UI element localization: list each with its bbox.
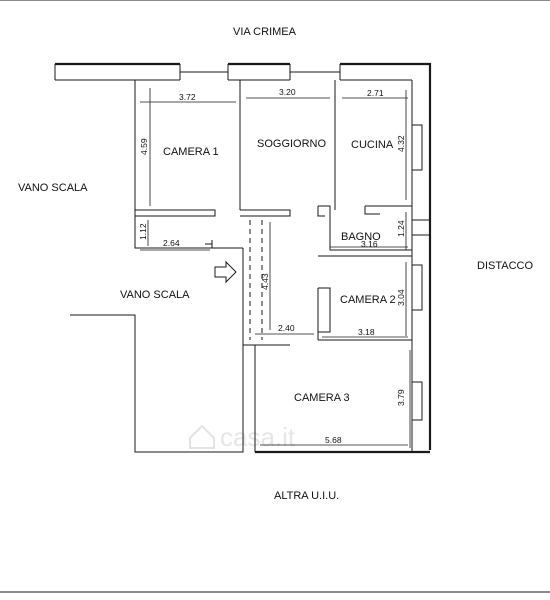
room-camera2: CAMERA 2: [340, 294, 396, 306]
surrounding-labels: VIA CRIMEA VANO SCALA VANO SCALA DISTACC…: [18, 26, 533, 502]
label-east: DISTACCO: [477, 260, 533, 272]
interior-walls: [134, 80, 412, 346]
room-soggiorno: SOGGIORNO: [257, 138, 327, 150]
room-camera1: CAMERA 1: [163, 146, 219, 158]
dimension-labels: 3.72 4.59 3.20 2.71 4.32 1.12 2.64 3.16 …: [138, 87, 406, 445]
entrance-arrow-icon: [214, 260, 237, 284]
exterior-walls: [54, 62, 432, 454]
watermark-text: casa.it: [220, 422, 296, 452]
dim-camera1-depth: 4.59: [139, 138, 149, 155]
dim-camera1-width: 3.72: [179, 92, 196, 102]
dim-bagno-width: 3.16: [361, 239, 378, 249]
dim-bagno-depth: 1.24: [396, 220, 406, 237]
dim-hall-depth: 4.43: [260, 273, 270, 290]
label-west-inner: VANO SCALA: [120, 289, 190, 301]
dim-camera3-depth: 3.79: [396, 389, 406, 406]
label-north: VIA CRIMEA: [233, 26, 297, 38]
room-labels: CAMERA 1 SOGGIORNO CUCINA BAGNO CAMERA 2…: [163, 138, 396, 404]
house-icon: [189, 424, 215, 449]
dim-hall-width: 2.40: [278, 323, 295, 333]
dim-camera3-width: 5.68: [325, 435, 342, 445]
dim-camera2-depth: 3.04: [396, 289, 406, 306]
room-cucina: CUCINA: [351, 139, 394, 151]
dimension-lines: [140, 88, 411, 448]
dim-cucina-width: 2.71: [367, 88, 384, 98]
room-bagno: BAGNO: [341, 231, 381, 243]
dim-closet-depth: 1.12: [138, 223, 148, 240]
label-south: ALTRA U.I.U.: [274, 490, 339, 502]
dim-cucina-depth: 4.32: [396, 135, 406, 152]
dim-soggiorno-width: 3.20: [279, 87, 296, 97]
dim-camera2-width: 3.18: [358, 327, 375, 337]
watermark: casa.it: [189, 422, 296, 452]
dim-closet-width: 2.64: [163, 238, 180, 248]
room-camera3: CAMERA 3: [294, 392, 350, 404]
label-west-top: VANO SCALA: [18, 182, 88, 194]
